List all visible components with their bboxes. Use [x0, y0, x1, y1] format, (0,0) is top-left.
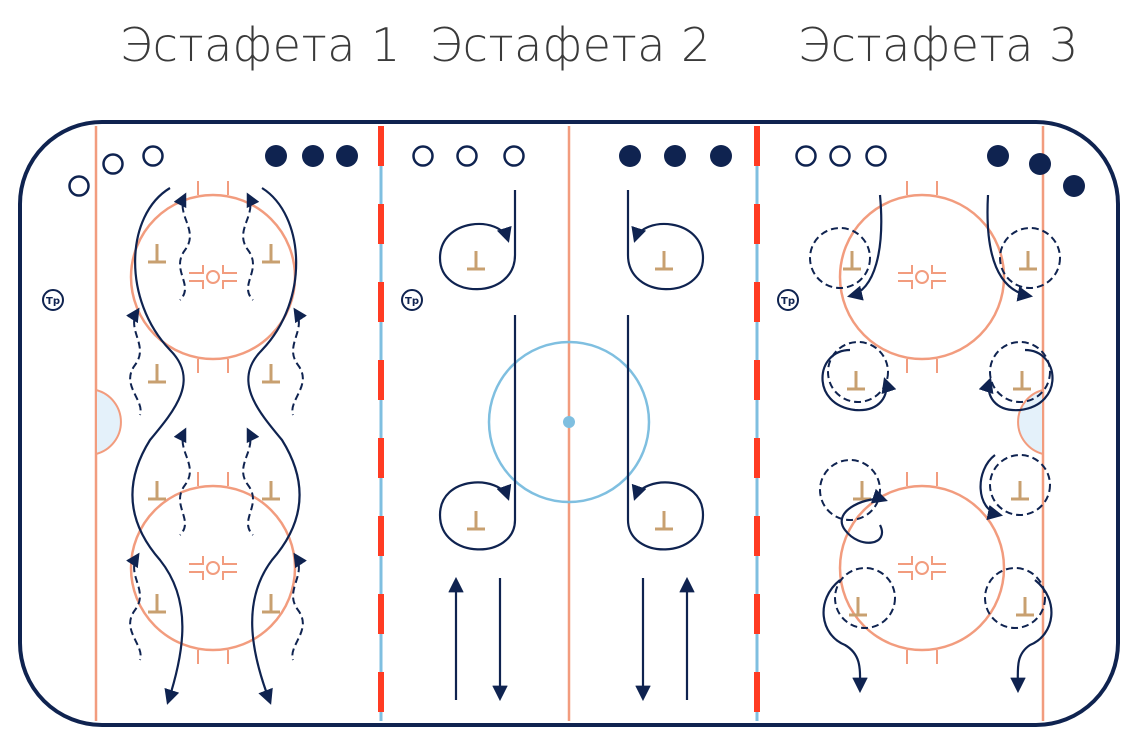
cone-icon — [1016, 597, 1034, 617]
player-open-icon — [865, 145, 887, 167]
center-circle — [487, 340, 651, 504]
faceoff-circle — [838, 181, 1006, 373]
cone-icon — [148, 594, 166, 614]
center-dot — [563, 416, 575, 428]
faceoff-circle — [838, 472, 1006, 664]
cone-icon — [262, 364, 280, 384]
player-filled-icon — [710, 145, 732, 167]
relay-3-exit-left — [822, 579, 868, 694]
relay-2-title: Эстафета 2 — [430, 18, 711, 72]
cone-icon — [655, 511, 673, 531]
player-open-icon — [68, 175, 90, 197]
player-filled-icon — [664, 145, 686, 167]
relay-3-puck-paths — [809, 227, 1061, 629]
cone-icon — [843, 251, 861, 271]
cone-icon — [148, 364, 166, 384]
cone-icon — [148, 244, 166, 264]
relay-3-loop-mid-left — [821, 348, 897, 412]
cone-icon — [1013, 371, 1031, 391]
player-open-icon — [503, 145, 525, 167]
player-filled-icon — [265, 145, 287, 167]
relay-3-path-top-left — [847, 194, 883, 301]
cone-icon — [148, 481, 166, 501]
relay-2-loop-top-right — [626, 190, 705, 291]
cone-icon — [1011, 481, 1029, 501]
cone-icon — [849, 597, 867, 617]
relay-1-path-right — [247, 187, 301, 705]
relay-1-path-left — [131, 187, 185, 705]
cone-icon — [467, 251, 485, 271]
goal-crease-left — [95, 388, 122, 456]
cone-icon — [847, 371, 865, 391]
player-open-icon — [795, 145, 817, 167]
player-filled-icon — [1029, 153, 1051, 175]
relay-3-path-top-right — [986, 194, 1034, 302]
player-filled-icon — [619, 145, 641, 167]
relay-2-paths — [438, 190, 705, 702]
relay-1-paths — [131, 187, 301, 705]
cone-icon — [655, 251, 673, 271]
relay-1-puck-paths — [126, 192, 307, 661]
player-open-icon — [142, 145, 164, 167]
cone-icon — [1019, 251, 1037, 271]
relay-3-loop-mid-right — [978, 348, 1054, 412]
relay-3-title: Эстафета 3 — [798, 18, 1079, 72]
coach-label: Тр — [781, 296, 795, 307]
relay-3-loop-low-left — [840, 488, 888, 544]
cone-icon — [262, 481, 280, 501]
relay-3-paths — [821, 194, 1054, 694]
cone-icon — [262, 594, 280, 614]
player-open-icon — [456, 145, 478, 167]
player-filled-icon — [1063, 175, 1085, 197]
player-open-icon — [102, 153, 124, 175]
coach-marker-3: Тр — [777, 289, 799, 311]
relay-1-title: Эстафета 1 — [120, 18, 401, 72]
coach-label: Тр — [405, 296, 419, 307]
coach-label: Тр — [46, 296, 60, 307]
player-filled-icon — [302, 145, 324, 167]
player-filled-icon — [336, 145, 358, 167]
coach-marker-2: Тр — [401, 289, 423, 311]
cone-icon — [853, 481, 871, 501]
player-open-icon — [829, 145, 851, 167]
relay-3-loop-low-right — [979, 454, 1004, 521]
player-filled-icon — [987, 145, 1009, 167]
coach-marker-1: Тр — [42, 289, 64, 311]
relay-3-exit-right — [1010, 579, 1053, 694]
cone-icon — [262, 244, 280, 264]
player-open-icon — [412, 145, 434, 167]
cone-icon — [467, 511, 485, 531]
relay-2-loop-bottom-left — [438, 315, 517, 551]
relay-2-loop-bottom-right — [626, 315, 705, 551]
relay-2-loop-top-left — [438, 190, 517, 291]
